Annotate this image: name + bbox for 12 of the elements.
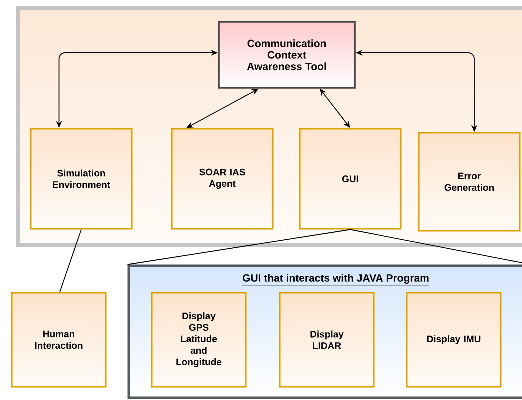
component-box: Display GPS Latitude and Longitude [151,292,247,388]
component-box: SOAR IAS Agent [171,128,274,230]
connector-line [127,229,522,266]
component-box: Error Generation [418,132,521,232]
component-box: Simulation Environment [30,128,133,230]
component-box: GUI [299,128,402,230]
component-box: Human Interaction [11,292,107,388]
component-box: Display LIDAR [279,292,375,388]
panel-background [16,6,522,247]
component-box: Display IMU [406,292,502,388]
tool-box: Communication Context Awareness Tool [218,21,356,89]
connector-line [60,229,82,293]
